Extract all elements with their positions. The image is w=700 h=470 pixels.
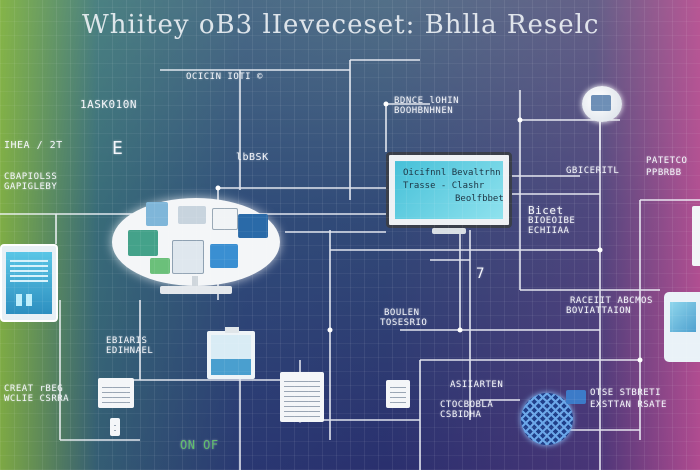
cloud-card-7 [210,244,238,268]
label-tag-mid-b2: BOOHBNHNEN [394,106,454,116]
label-bottom-center-2: CTOCBOBLA [440,400,494,410]
small-square-icon [566,390,586,404]
document-icon-4 [110,418,120,436]
label-right-bottom-1: OTSE STBRETI [590,388,662,398]
label-far-right: PATETCO [646,156,688,166]
cloud-card-2 [178,206,206,224]
mesh-globe-icon [521,393,573,445]
cloud-card-1 [146,202,168,226]
label-bottom-mid-2: TOSESRIO [380,318,428,328]
label-far-right-2: PPBRBB [646,168,682,178]
monitor-stand [432,228,466,234]
label-bottom-center-3: CSBIDHA [440,410,482,420]
label-tag-center: lbBSK [236,152,269,163]
label-right-bottom-2: EXSTTAN RSATE [590,400,667,410]
label-bottom-left-2: EDIHNAEL [106,346,154,356]
monitor-line-3: Beolfbbet [455,194,504,204]
label-left-tag-mid: IHEA / 2T [4,140,63,151]
label-bottom-left-1: EBIARIS [106,336,148,346]
label-num-7: 7 [476,266,485,282]
label-tag-mid-b: BDNCE lOHIN [394,96,460,106]
bar-chart-device [207,327,255,379]
cloud-card-6 [172,240,204,274]
monitor-line-2: Trasse - Clashr [403,181,485,191]
label-bottom-left-5: WCLIE CSRRA [4,394,70,404]
cloud-card-4 [238,214,268,238]
right-edge-device [692,206,700,266]
label-left-tag-mid3: GAPIGLEBY [4,182,58,192]
cloud-card-8 [150,258,170,274]
label-left-tag-mid2: CBAPIOLSS [4,172,58,182]
label-mid-right-c: ECHIIAA [528,226,570,236]
globe-icon [582,86,622,122]
page-title: Whiitey oB3 lIeveceset: Bhlla Reselc [82,10,600,40]
central-monitor: Oicifnnl Bevaltrhn Trasse - Clashr Beolf… [386,152,512,228]
label-mid-right-a: Bicet [528,204,564,217]
cloud-pole [192,276,198,288]
cloud-card-5 [128,230,158,256]
tablet-device [0,244,58,322]
label-right-low2: BOVIATTAION [566,306,632,316]
label-letter-e: E [112,138,124,159]
label-green-glyph: ON OF [180,438,219,452]
document-icon-2 [280,372,324,422]
label-left-tag-top: 1ASK010N [80,98,137,111]
document-icon-1 [98,378,134,408]
right-tablet-device [664,292,700,362]
label-bottom-mid-1: BOULEN [384,308,420,318]
label-right-low: RACEIIT ABCMOS [570,296,653,306]
monitor-line-1: Oicifnnl Bevaltrhn [403,168,501,178]
document-icon-3 [386,380,410,408]
label-right-mid6: GBICERITL [566,166,620,176]
cloud-stand [160,286,232,294]
label-bottom-left-4: CREAT rBEG [4,384,64,394]
label-bottom-center-1: ASIIARTEN [450,380,504,390]
label-mid-right-b: BIOEOIBE [528,216,576,226]
cloud-card-3 [212,208,238,230]
label-tag-top-mid: OCICIN IOTI © [186,72,263,82]
